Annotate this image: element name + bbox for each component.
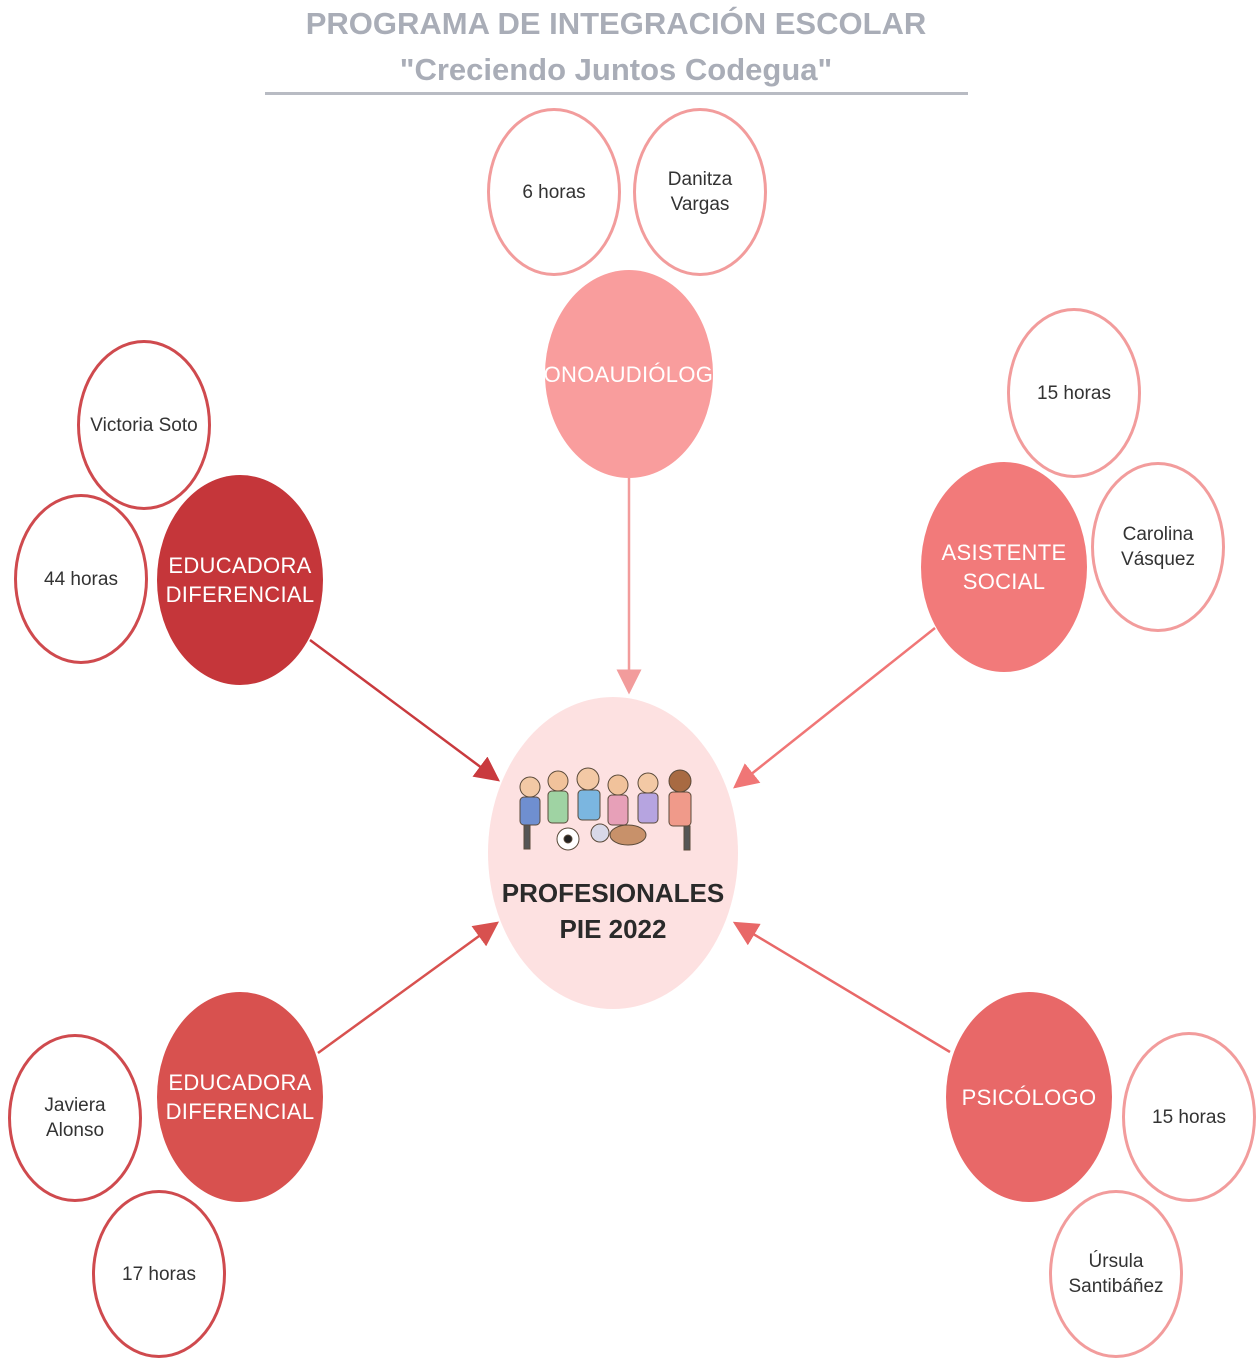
asistente-hours: 15 horas — [1037, 382, 1111, 404]
asistente-name: Carolina Vásquez — [1121, 524, 1195, 570]
fono-hours: 6 horas — [522, 181, 586, 203]
title-divider — [265, 92, 968, 95]
edu2-role-label: EDUCADORA DIFERENCIAL — [165, 1070, 315, 1124]
page-title: PROGRAMA DE INTEGRACIÓN ESCOLAR — [305, 6, 927, 41]
edu2-hours-bubble: 17 horas — [92, 1190, 226, 1358]
psico-name-bubble: Úrsula Santibáñez — [1049, 1190, 1183, 1358]
arrow-psico-to-center — [732, 921, 951, 1054]
edu2-role-node: EDUCADORA DIFERENCIAL — [157, 992, 323, 1202]
arrow-edu2-to-center — [317, 921, 500, 1055]
asistente-name-bubble: Carolina Vásquez — [1091, 462, 1225, 632]
edu1-name-bubble: Victoria Soto — [77, 340, 211, 510]
page-subtitle: "Creciendo Juntos Codegua" — [399, 52, 833, 87]
psico-name: Úrsula Santibáñez — [1068, 1251, 1164, 1297]
edu2-name: Javiera Alonso — [44, 1095, 106, 1141]
fono-name-bubble: Danitza Vargas — [633, 108, 767, 276]
edu2-name-bubble: Javiera Alonso — [8, 1034, 142, 1202]
center-label: PROFESIONALES PIE 2022 — [501, 878, 725, 944]
asistente-role-label: ASISTENTE SOCIAL — [941, 540, 1067, 594]
fono-role-node: FONOAUDIÓLOGA — [530, 270, 728, 478]
fono-role-label: FONOAUDIÓLOGA — [529, 361, 729, 387]
edu1-name: Victoria Soto — [90, 414, 198, 436]
edu1-hours-bubble: 44 horas — [14, 494, 148, 664]
edu1-hours: 44 horas — [44, 568, 118, 590]
fono-name: Danitza Vargas — [667, 169, 733, 215]
psico-role-node: PSICÓLOGO — [946, 992, 1112, 1202]
psico-hours: 15 horas — [1152, 1106, 1226, 1128]
psico-hours-bubble: 15 horas — [1122, 1032, 1256, 1202]
psico-role-label: PSICÓLOGO — [961, 1084, 1097, 1110]
edu1-role-node: EDUCADORA DIFERENCIAL — [157, 475, 323, 685]
children-illustration-icon — [519, 767, 692, 851]
center-node: PROFESIONALES PIE 2022 — [488, 697, 738, 1009]
edu1-role-label: EDUCADORA DIFERENCIAL — [165, 553, 315, 607]
arrow-asistente-to-center — [733, 627, 936, 789]
asistente-role-node: ASISTENTE SOCIAL — [921, 462, 1087, 672]
arrow-edu1-to-center — [309, 638, 501, 782]
edu2-hours: 17 horas — [122, 1263, 196, 1285]
fono-hours-bubble: 6 horas — [487, 108, 621, 276]
asistente-hours-bubble: 15 horas — [1007, 308, 1141, 478]
